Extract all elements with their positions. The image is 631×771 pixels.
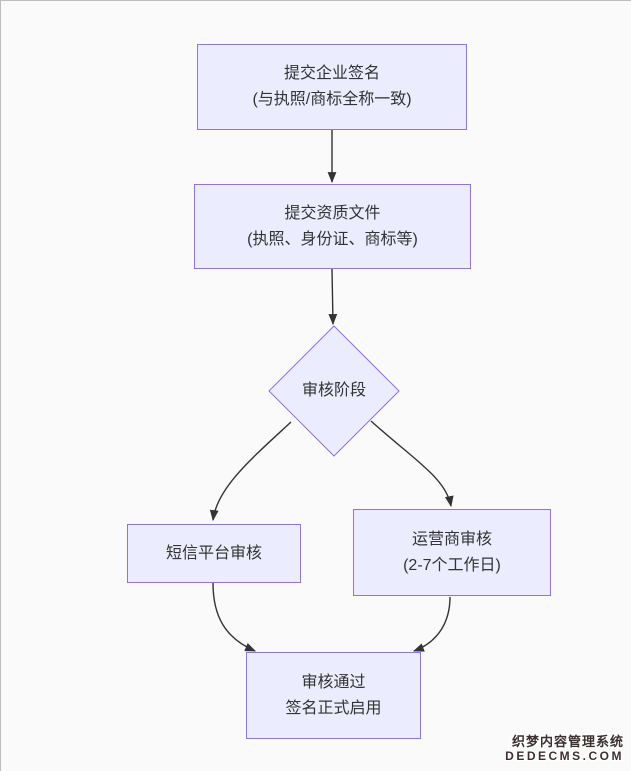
node-submit-signature: 提交企业签名 (与执照/商标全称一致) bbox=[197, 44, 467, 130]
watermark-domain: DEDECMS.COM bbox=[505, 749, 624, 763]
node-review-stage-label: 审核阶段 bbox=[301, 382, 366, 399]
edge-documents-to-review bbox=[328, 268, 338, 326]
diamond-review-stage-shape bbox=[268, 325, 400, 457]
node-submit-documents-line2: (执照、身份证、商标等) bbox=[247, 230, 418, 248]
node-operator-review: 运营商审核 (2-7个工作日) bbox=[353, 509, 551, 596]
node-submit-documents: 提交资质文件 (执照、身份证、商标等) bbox=[194, 184, 471, 269]
node-sms-platform-review: 短信平台审核 bbox=[127, 524, 301, 583]
watermark: 织梦内容管理系统 DEDECMS.COM bbox=[505, 734, 624, 764]
node-operator-review-line2: (2-7个工作日) bbox=[403, 556, 501, 574]
watermark-cms-name: 织梦内容管理系统 bbox=[511, 734, 624, 749]
node-review-passed-line1: 审核通过 bbox=[301, 673, 366, 691]
node-operator-review-line1: 运营商审核 bbox=[411, 530, 492, 548]
edge-review-to-operator bbox=[370, 420, 454, 508]
node-review-passed: 审核通过 签名正式启用 bbox=[246, 652, 421, 739]
node-submit-documents-line1: 提交资质文件 bbox=[284, 204, 381, 222]
node-sms-platform-review-line1: 短信平台审核 bbox=[165, 544, 262, 562]
node-submit-signature-line2: (与执照/商标全称一致) bbox=[252, 91, 412, 108]
node-review-passed-line2: 签名正式启用 bbox=[285, 699, 382, 717]
edge-operator-to-passed bbox=[412, 596, 451, 652]
node-submit-signature-line1: 提交企业签名 bbox=[283, 65, 380, 82]
edge-review-to-sms bbox=[209, 421, 292, 522]
edge-sms-to-passed bbox=[212, 582, 257, 652]
